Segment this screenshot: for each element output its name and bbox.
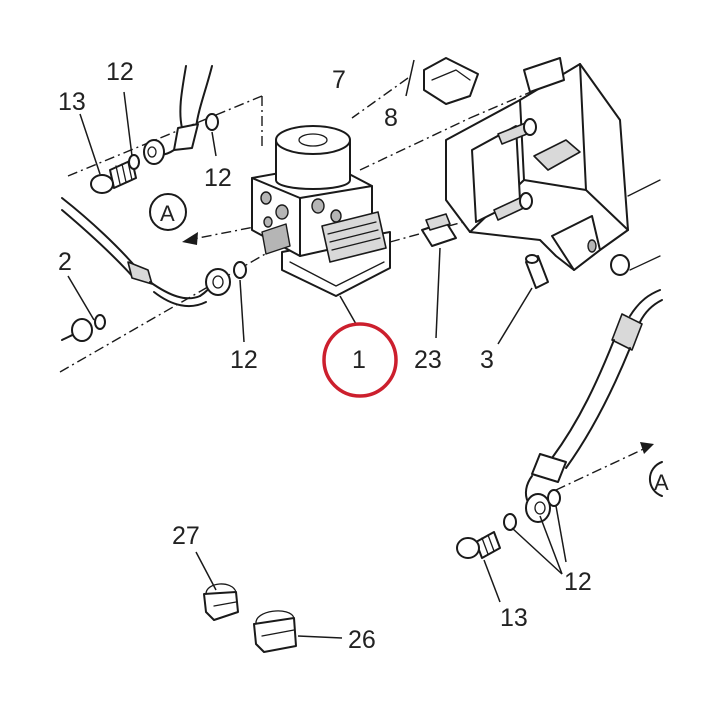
- washer-12-d: [547, 489, 561, 507]
- label-27: 27: [172, 522, 200, 550]
- bracket-stud-top: [497, 118, 537, 145]
- label-view-a: A: [160, 201, 175, 226]
- grommet: [610, 254, 630, 276]
- connector-23: [421, 213, 457, 247]
- bracket-stud-bottom: [493, 192, 533, 221]
- arrow-head-right: [640, 442, 654, 454]
- label-26: 26: [348, 626, 376, 654]
- washer-12-e: [503, 513, 517, 531]
- label-12-a: 12: [106, 58, 134, 86]
- label-13-a: 13: [58, 88, 86, 116]
- leader-lines: [67, 59, 567, 639]
- label-23: 23: [414, 346, 442, 374]
- label-1: 1: [352, 346, 366, 374]
- view-a-circle: [149, 193, 187, 231]
- label-12-b: 12: [204, 164, 232, 192]
- highlight-ring: [322, 322, 398, 398]
- pipe-clip-26: [253, 610, 297, 653]
- label-2: 2: [58, 248, 72, 276]
- axis-line-right: [555, 445, 651, 491]
- axis-line-top: [67, 95, 263, 177]
- label-3: 3: [480, 346, 494, 374]
- banjo-bolt-13-lower: [456, 531, 501, 559]
- label-12-c: 12: [230, 346, 258, 374]
- washer-12-c: [233, 261, 247, 279]
- axis-line-arrow: [187, 219, 291, 241]
- label-12-d: 12: [564, 568, 592, 596]
- label-7: 7: [332, 66, 346, 94]
- brake-pipe-lower: [61, 197, 247, 342]
- label-13-b: 13: [500, 604, 528, 632]
- washer-12-a: [128, 154, 140, 170]
- abs-modulator-unit: [251, 125, 391, 297]
- ecu-bracket-assembly: [423, 57, 661, 271]
- label-view-a-right: A: [654, 470, 669, 495]
- pipe-clip-27: [203, 583, 239, 621]
- view-a-circle-right: [648, 461, 663, 497]
- brake-pipe-upper: [143, 65, 213, 165]
- arrow-head-left: [182, 232, 198, 245]
- label-8: 8: [384, 104, 398, 132]
- axis-line-lower: [59, 233, 301, 373]
- axis-line-module-b: [469, 87, 541, 119]
- brake-pipe-right: [524, 289, 663, 523]
- pin-3: [525, 254, 549, 289]
- axis-line-module: [359, 117, 471, 171]
- washer-12-b: [205, 113, 219, 131]
- axis-line-8: [351, 77, 409, 119]
